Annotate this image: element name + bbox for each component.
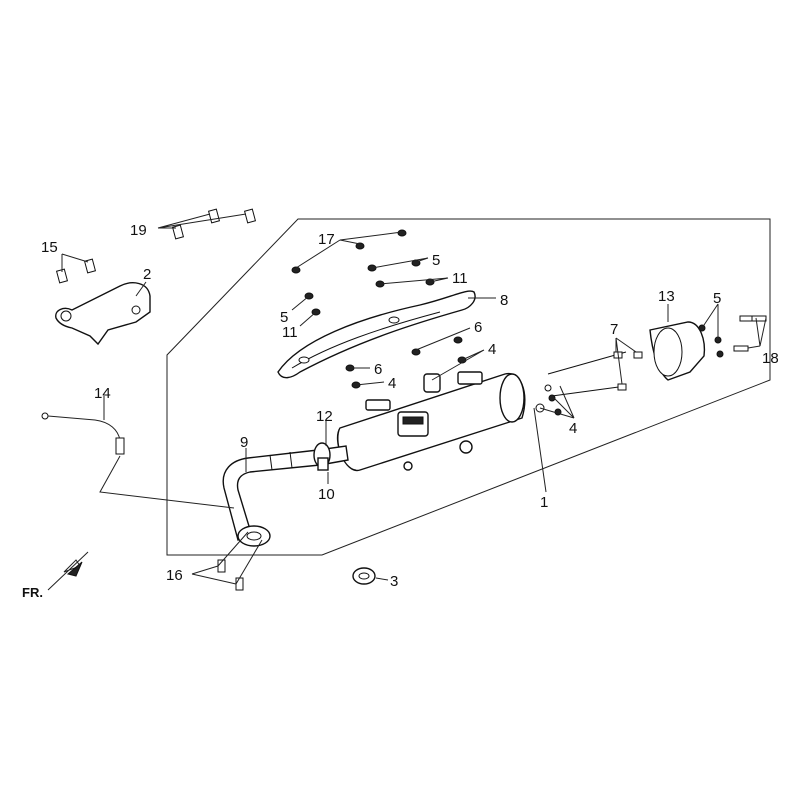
tie-rods bbox=[547, 351, 643, 397]
callout-7: 7 bbox=[610, 321, 618, 338]
callout-10: 10 bbox=[318, 486, 335, 503]
front-marker-label: FR. bbox=[22, 585, 43, 600]
callout-19: 19 bbox=[130, 222, 147, 239]
callout-6-left: 6 bbox=[374, 361, 382, 378]
callout-18: 18 bbox=[762, 350, 779, 367]
o2-sensor-part-14 bbox=[41, 412, 125, 455]
assembly-boundary bbox=[166, 218, 771, 556]
muffler-body bbox=[336, 371, 552, 471]
callout-1: 1 bbox=[540, 494, 548, 511]
callout-labels: 1 2 3 4 4 4 5 5 5 6 6 7 8 9 10 11 11 12 … bbox=[41, 222, 779, 590]
callout-11-top: 11 bbox=[452, 270, 468, 287]
gasket-part-3 bbox=[352, 567, 376, 585]
exhaust-pipe-part-9 bbox=[222, 445, 349, 547]
callout-4-left: 4 bbox=[388, 375, 396, 392]
callout-4-right: 4 bbox=[488, 341, 496, 358]
callout-4-bottom: 4 bbox=[569, 420, 577, 437]
callout-14: 14 bbox=[94, 385, 111, 402]
callout-12: 12 bbox=[316, 408, 333, 425]
callout-17: 17 bbox=[318, 231, 335, 248]
callout-5-top: 5 bbox=[432, 252, 440, 269]
leader-lines bbox=[61, 213, 767, 585]
callout-11-left: 11 bbox=[282, 324, 298, 341]
callout-5-left: 5 bbox=[280, 309, 288, 326]
callout-6-right: 6 bbox=[474, 319, 482, 336]
bracket-part-2 bbox=[55, 282, 151, 346]
front-direction-marker: FR. bbox=[22, 551, 89, 600]
gasket-part-12 bbox=[313, 442, 331, 471]
callout-16: 16 bbox=[166, 567, 183, 584]
end-cap-part-13 bbox=[649, 321, 706, 381]
callout-15: 15 bbox=[41, 239, 58, 256]
callout-8: 8 bbox=[500, 292, 508, 309]
callout-13: 13 bbox=[658, 288, 675, 305]
callout-9: 9 bbox=[240, 434, 248, 451]
callout-5-right: 5 bbox=[713, 290, 721, 307]
heat-shield-part-8 bbox=[277, 290, 476, 379]
bolt-set bbox=[55, 208, 767, 591]
callout-2: 2 bbox=[143, 266, 151, 283]
callout-3: 3 bbox=[390, 573, 398, 590]
